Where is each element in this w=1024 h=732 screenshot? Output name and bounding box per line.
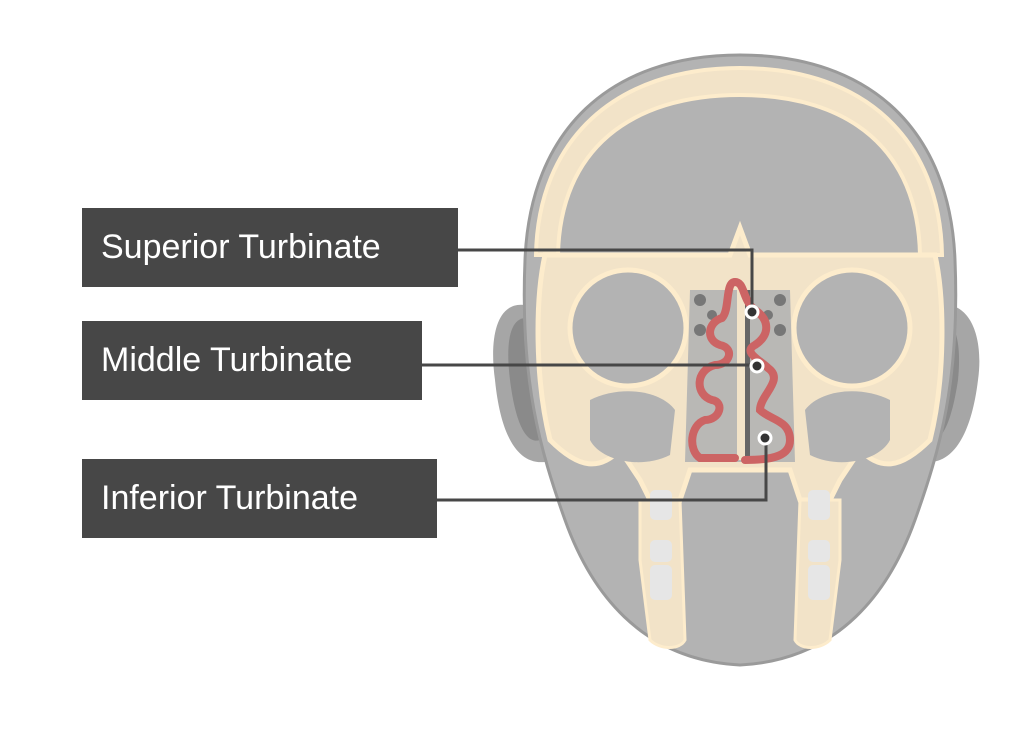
leader-superior — [458, 248, 754, 312]
leader-lines — [422, 248, 768, 502]
label-inferior-turbinate: Inferior Turbinate — [82, 459, 437, 538]
leader-inferior — [437, 438, 768, 502]
dot-inferior — [757, 430, 773, 446]
teeth — [638, 490, 842, 649]
label-middle-turbinate: Middle Turbinate — [82, 321, 422, 400]
dot-superior — [744, 304, 760, 320]
label-superior-turbinate: Superior Turbinate — [82, 208, 458, 287]
dot-middle — [749, 358, 765, 374]
pointer-dots — [744, 304, 773, 446]
cranial-vault — [533, 65, 945, 257]
